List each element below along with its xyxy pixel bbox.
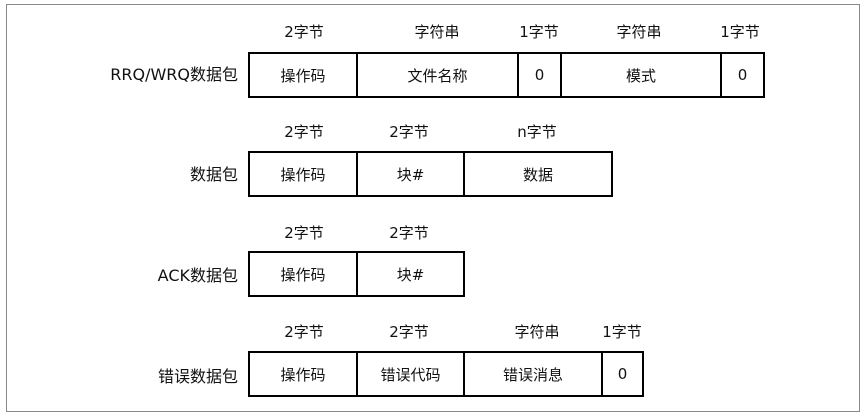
field-opcode: 操作码 xyxy=(248,351,358,397)
field-size-label: 1字节 xyxy=(720,23,760,41)
field-opcode: 操作码 xyxy=(248,52,358,98)
field-size-label: 2字节 xyxy=(284,123,324,141)
packet-label: ACK数据包 xyxy=(157,266,238,285)
field-mode: 模式 xyxy=(560,52,722,98)
packet-fields: 操作码 文件名称 0 模式 0 xyxy=(248,52,765,98)
field-zero: 0 xyxy=(601,351,644,397)
packet-ack: ACK数据包 2字节 2字节 操作码 块# xyxy=(0,218,868,318)
field-size-label: 字符串 xyxy=(414,23,460,41)
packet-fields: 操作码 错误代码 错误消息 0 xyxy=(248,351,644,397)
field-error-code: 错误代码 xyxy=(356,351,465,397)
field-block-number: 块# xyxy=(356,251,465,297)
packet-fields: 操作码 块# xyxy=(248,251,465,297)
diagram-frame xyxy=(6,4,860,412)
field-opcode: 操作码 xyxy=(248,251,358,297)
field-data: 数据 xyxy=(463,151,613,197)
field-size-label: 字符串 xyxy=(514,323,560,341)
field-size-label: 2字节 xyxy=(389,123,429,141)
field-size-label: 1字节 xyxy=(602,323,642,341)
field-zero: 0 xyxy=(720,52,765,98)
packet-label: 错误数据包 xyxy=(157,367,238,386)
field-size-label: 2字节 xyxy=(389,323,429,341)
field-block-number: 块# xyxy=(356,151,465,197)
field-size-label: n字节 xyxy=(517,123,557,141)
field-opcode: 操作码 xyxy=(248,151,358,197)
packet-label: RRQ/WRQ数据包 xyxy=(110,65,238,84)
field-size-label: 2字节 xyxy=(284,224,324,242)
field-error-message: 错误消息 xyxy=(463,351,603,397)
field-size-label: 2字节 xyxy=(284,323,324,341)
packet-fields: 操作码 块# 数据 xyxy=(248,151,613,197)
field-size-label: 2字节 xyxy=(389,224,429,242)
packet-error: 错误数据包 2字节 2字节 字符串 1字节 操作码 错误代码 错误消息 0 xyxy=(0,318,868,418)
field-filename: 文件名称 xyxy=(356,52,519,98)
packet-label: 数据包 xyxy=(189,165,238,184)
packet-data: 数据包 2字节 2字节 n字节 操作码 块# 数据 xyxy=(0,118,868,218)
field-size-label: 2字节 xyxy=(284,23,324,41)
field-zero: 0 xyxy=(517,52,562,98)
field-size-label: 1字节 xyxy=(519,23,559,41)
field-size-label: 字符串 xyxy=(616,23,662,41)
packet-rrq-wrq: RRQ/WRQ数据包 2字节 字符串 1字节 字符串 1字节 操作码 文件名称 … xyxy=(0,20,868,120)
